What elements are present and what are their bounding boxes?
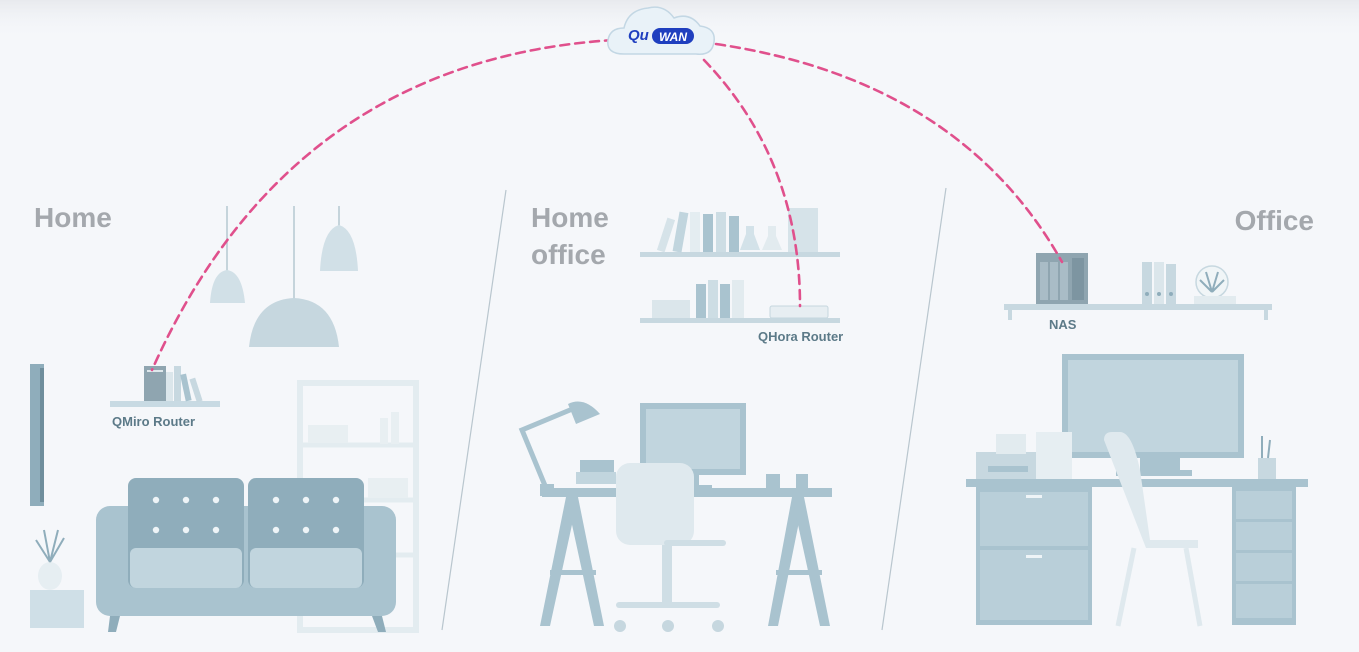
office-shelf <box>1004 304 1272 310</box>
zone-divider <box>441 189 507 631</box>
qmiro-router-label: QMiro Router <box>112 414 195 429</box>
plant-vase <box>38 562 62 590</box>
qhora-router-label: QHora Router <box>758 329 843 344</box>
quwan-cloud: Qu WAN <box>607 6 715 55</box>
nas-label: NAS <box>1049 317 1077 332</box>
desk-lamp-head <box>568 401 600 424</box>
zone-title-home-office-line2: office <box>531 239 606 270</box>
home-office-scene: QHora Router <box>518 208 843 632</box>
zone-title-home-office-line1: Home <box>531 202 609 233</box>
zone-title-home: Home <box>34 202 112 233</box>
qhora-router-device <box>769 305 829 319</box>
link-quwan-nas <box>714 42 1064 264</box>
link-quwan-qhora <box>702 58 802 308</box>
office-chair <box>1104 432 1198 548</box>
quwan-logo-prefix: Qu <box>628 27 649 44</box>
pendant-lamp <box>210 270 245 303</box>
pendant-lamp <box>320 225 358 271</box>
plant-leaves <box>35 529 65 563</box>
vpn-links <box>150 38 1064 372</box>
pendant-lamp <box>249 298 339 347</box>
office-scene: NAS <box>966 253 1308 627</box>
side-table <box>30 590 84 628</box>
qmiro-router-device <box>144 366 166 401</box>
desk-lamp-arm <box>518 407 573 491</box>
zone-divider <box>881 187 947 631</box>
home-office-shelf-bottom <box>640 318 840 323</box>
zone-title-office: Office <box>1235 205 1314 236</box>
home-shelf <box>110 401 220 407</box>
quwan-logo-pill <box>652 28 694 44</box>
home-scene: QMiro Router <box>30 206 419 633</box>
quwan-logo-suffix: WAN <box>659 30 687 44</box>
home-office-chair <box>616 463 694 545</box>
home-office-shelf-top <box>640 252 840 257</box>
